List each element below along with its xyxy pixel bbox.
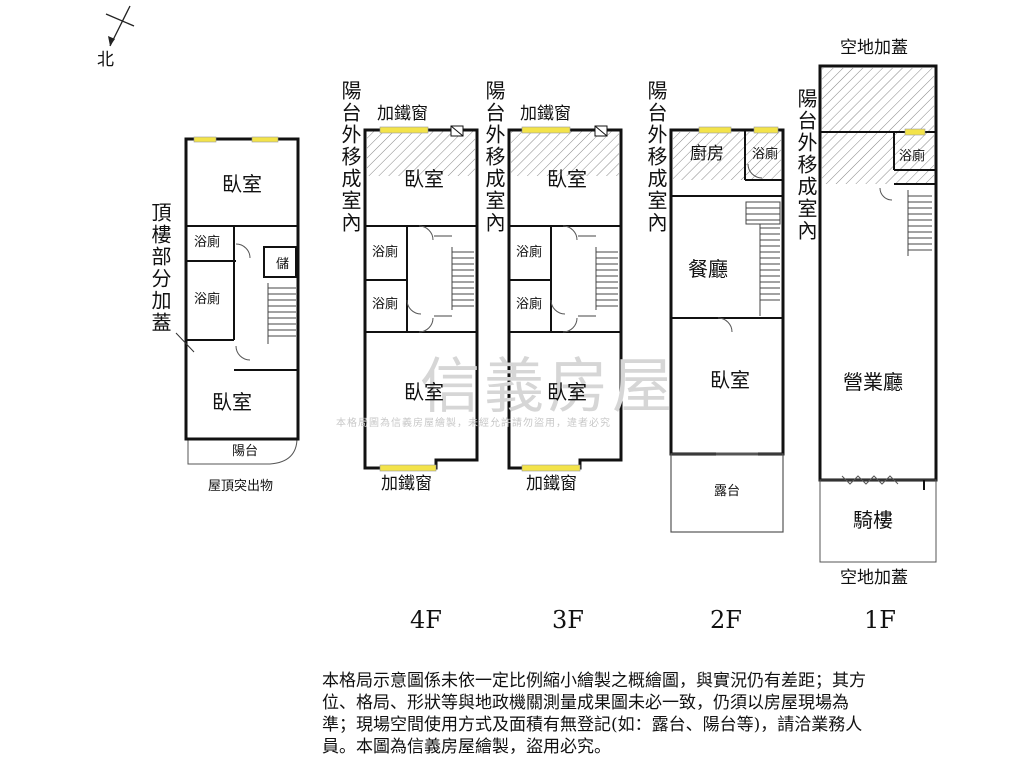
roof-balcony: 陽台 bbox=[232, 444, 259, 459]
3f-bottom-window: 加鐵窗 bbox=[526, 474, 577, 494]
2f-side-note: 陽台外移成室內 bbox=[644, 80, 668, 234]
watermark-logo: 信義房屋 bbox=[420, 352, 676, 422]
floor-3f-plan bbox=[507, 125, 623, 472]
1f-bottom-note: 空地加蓋 bbox=[840, 568, 908, 588]
2f-floor-label: 2F bbox=[710, 606, 742, 634]
1f-business-hall: 營業廳 bbox=[843, 370, 903, 394]
roof-extension-note: 頂樓部分加蓋 bbox=[148, 202, 172, 334]
3f-bath-1: 浴廁 bbox=[516, 245, 543, 260]
2f-terrace: 露台 bbox=[714, 484, 741, 499]
4f-top-window: 加鐵窗 bbox=[377, 104, 428, 124]
watermark-text: 本格局圖為信義房屋繪製，未經允許請勿盜用，違者必究 bbox=[336, 418, 611, 429]
2f-kitchen: 廚房 bbox=[690, 144, 724, 164]
roof-bath-1: 浴廁 bbox=[194, 235, 221, 250]
roof-caption: 屋頂突出物 bbox=[208, 479, 274, 494]
floor-2f-plan bbox=[669, 126, 785, 533]
1f-bath: 浴廁 bbox=[899, 149, 926, 164]
4f-bath-1: 浴廁 bbox=[372, 245, 399, 260]
north-label: 北 bbox=[97, 50, 114, 70]
4f-floor-label: 4F bbox=[410, 606, 442, 634]
roof-bedroom-bottom: 臥室 bbox=[212, 390, 252, 414]
1f-side-note: 陽台外移成室內 bbox=[794, 88, 818, 242]
floor-1f-plan bbox=[818, 64, 938, 563]
3f-bedroom-bottom: 臥室 bbox=[547, 380, 587, 404]
4f-side-note: 陽台外移成室內 bbox=[338, 80, 362, 234]
disclaimer-text: 本格局示意圖係未依一定比例縮小繪製之概繪圖，與實況仍有差距；其方位、格局、形狀等… bbox=[322, 671, 866, 757]
3f-side-note: 陽台外移成室內 bbox=[482, 80, 506, 234]
2f-bath: 浴廁 bbox=[752, 147, 779, 162]
3f-bath-2: 浴廁 bbox=[516, 297, 543, 312]
3f-floor-label: 3F bbox=[552, 606, 584, 634]
floor-4f-plan bbox=[363, 125, 479, 472]
1f-floor-label: 1F bbox=[864, 606, 896, 634]
1f-arcade: 騎樓 bbox=[853, 508, 893, 532]
2f-bedroom: 臥室 bbox=[710, 368, 750, 392]
roof-bedroom-top: 臥室 bbox=[222, 172, 262, 196]
4f-bottom-window: 加鐵窗 bbox=[381, 474, 432, 494]
4f-bedroom-bottom: 臥室 bbox=[404, 380, 444, 404]
3f-bedroom-top: 臥室 bbox=[547, 167, 587, 191]
4f-bath-2: 浴廁 bbox=[372, 297, 399, 312]
roof-storage: 儲 bbox=[276, 257, 290, 272]
north-arrow-icon bbox=[105, 5, 135, 47]
4f-bedroom-top: 臥室 bbox=[404, 167, 444, 191]
roof-bath-2: 浴廁 bbox=[194, 292, 221, 307]
3f-top-window: 加鐵窗 bbox=[520, 104, 571, 124]
1f-top-note: 空地加蓋 bbox=[840, 38, 908, 58]
2f-dining: 餐廳 bbox=[688, 257, 728, 281]
roof-plan bbox=[175, 136, 300, 465]
